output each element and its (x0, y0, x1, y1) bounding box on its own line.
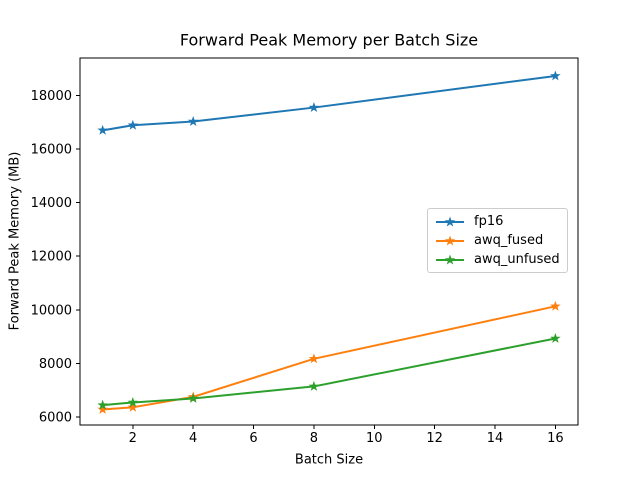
legend-entry-awq_fused: awq_fused (435, 231, 559, 250)
star-marker-icon (550, 332, 561, 343)
star-marker-icon (97, 124, 108, 135)
legend-entry-fp16: fp16 (435, 212, 559, 231)
legend: fp16 awq_fused awq_unfused (427, 208, 568, 273)
star-marker-icon (127, 119, 139, 130)
star-marker-icon (127, 397, 139, 407)
star-marker-icon (97, 399, 108, 410)
series-awq_fused (97, 300, 561, 414)
legend-entry-awq_unfused: awq_unfused (435, 250, 560, 269)
x-tick-label: 10 (366, 431, 383, 446)
series-line-fp16 (101, 74, 557, 132)
series-line-awq_fused (101, 305, 557, 411)
x-tick-label: 2 (129, 431, 137, 446)
x-tick-label: 4 (189, 431, 197, 446)
legend-label: awq_fused (474, 233, 544, 248)
x-axis-ticks: 2 4 6 8 10 12 14 16 (129, 425, 564, 446)
x-tick-label: 16 (547, 431, 564, 446)
star-marker-icon (97, 403, 108, 414)
series-line-awq_unfused (101, 337, 557, 407)
x-tick-label: 14 (487, 431, 504, 446)
y-tick-label: 12000 (31, 250, 72, 265)
y-tick-label: 14000 (31, 196, 72, 211)
y-axis-label: Forward Peak Memory (MB) (7, 151, 23, 331)
legend-label: fp16 (474, 214, 504, 229)
legend-line-sample (436, 254, 464, 264)
x-tick-label: 6 (249, 431, 257, 446)
legend-line-sample (436, 216, 464, 226)
y-tick-label: 18000 (31, 89, 72, 104)
star-marker-icon (187, 115, 199, 126)
star-marker-icon (550, 70, 561, 81)
x-tick-label: 8 (310, 431, 318, 446)
y-axis-ticks: 6000 8000 10000 12000 14000 16000 18000 (31, 89, 80, 425)
star-marker-icon (187, 392, 199, 403)
star-marker-icon (550, 300, 561, 311)
y-tick-label: 16000 (31, 143, 72, 158)
star-marker-icon (308, 380, 320, 391)
y-tick-label: 6000 (39, 410, 72, 425)
y-tick-label: 10000 (31, 303, 72, 318)
series-fp16 (97, 70, 561, 135)
x-tick-label: 12 (426, 431, 443, 446)
star-marker-icon (308, 102, 320, 113)
star-marker-icon (308, 353, 320, 364)
series-awq_unfused (97, 332, 561, 410)
star-marker-icon (444, 235, 456, 245)
legend-label: awq_unfused (474, 252, 560, 267)
chart-title: Forward Peak Memory per Batch Size (179, 30, 479, 50)
plot-border (79, 57, 579, 426)
star-marker-icon (444, 216, 456, 226)
legend-line-sample (436, 235, 464, 245)
star-marker-icon (127, 401, 139, 412)
x-axis-label: Batch Size (294, 452, 364, 468)
star-marker-icon (444, 254, 456, 264)
y-tick-label: 8000 (39, 357, 72, 372)
